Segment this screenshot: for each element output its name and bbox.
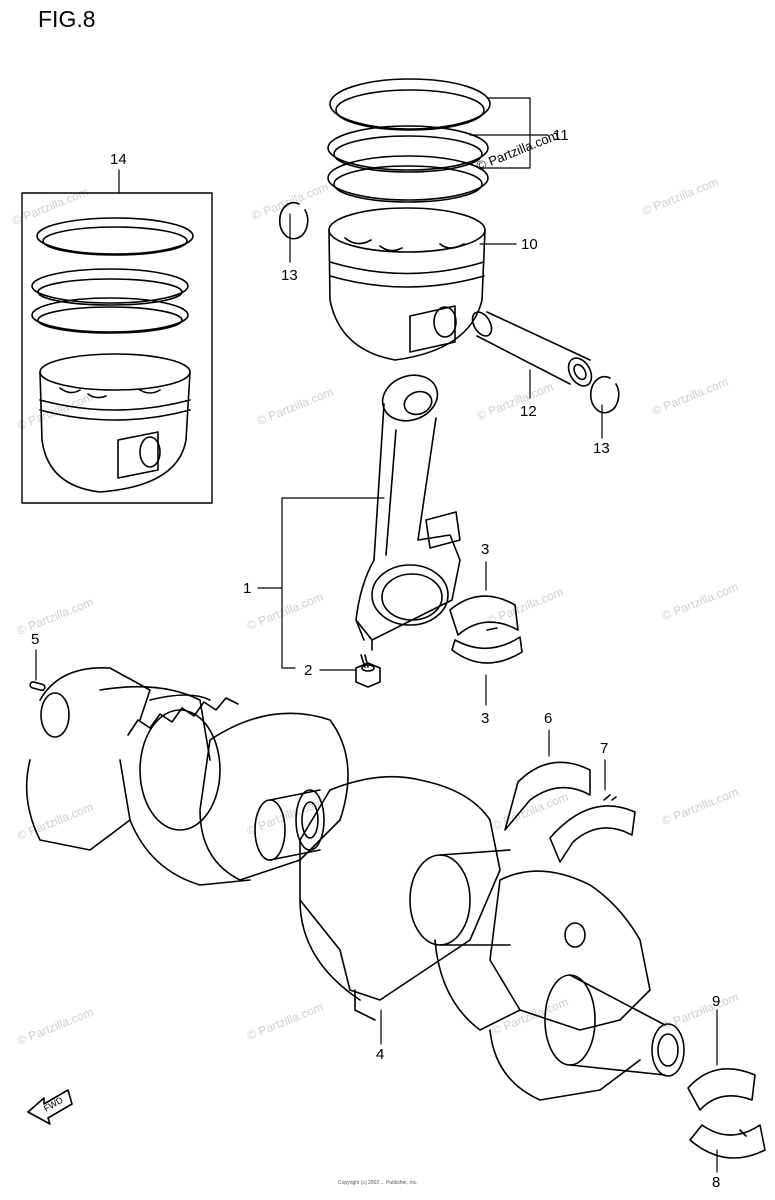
callout-4[interactable]: 4 <box>376 1046 385 1063</box>
conrod-nut <box>355 662 381 688</box>
piston-pin-circlip <box>278 201 620 414</box>
callout-1[interactable]: 1 <box>243 580 252 597</box>
piston-pin <box>471 311 593 387</box>
thrust-bearing-inner <box>549 794 636 863</box>
piston <box>328 207 486 361</box>
conrod-bearing-upper <box>449 595 519 636</box>
piston-ring-set <box>327 78 491 203</box>
callout-12[interactable]: 12 <box>520 403 537 420</box>
callout-11[interactable]: 11 <box>553 127 569 144</box>
conrod-bearing-lower <box>451 636 523 664</box>
dowel-pin <box>29 681 46 692</box>
callout-3-upper[interactable]: 3 <box>481 541 490 558</box>
crankshaft-bearing-upper <box>687 1068 756 1111</box>
callout-5[interactable]: 5 <box>31 631 40 648</box>
piston-set-assembly <box>21 192 213 504</box>
figure-title: FIG.8 <box>38 6 96 32</box>
callout-14[interactable]: 14 <box>110 151 127 168</box>
leader-lines <box>35 97 718 1173</box>
callout-3-lower[interactable]: 3 <box>481 710 490 727</box>
fwd-arrow-icon: FWD <box>27 1089 73 1125</box>
connecting-rod <box>355 374 461 668</box>
callout-6[interactable]: 6 <box>544 710 553 727</box>
thrust-bearing-outer <box>504 761 591 831</box>
callout-13-upper[interactable]: 13 <box>281 267 298 284</box>
crankshaft-bearing-lower <box>689 1124 766 1159</box>
callout-7[interactable]: 7 <box>600 740 609 757</box>
callout-8[interactable]: 8 <box>712 1174 721 1191</box>
callout-2[interactable]: 2 <box>304 662 313 679</box>
callout-13-lower[interactable]: 13 <box>593 440 610 457</box>
footer-text: Copyright (c) 2002 ... Publisher, Inc. <box>338 1180 418 1186</box>
callout-9[interactable]: 9 <box>712 993 721 1010</box>
callout-10[interactable]: 10 <box>521 236 538 253</box>
crankshaft <box>25 666 685 1101</box>
